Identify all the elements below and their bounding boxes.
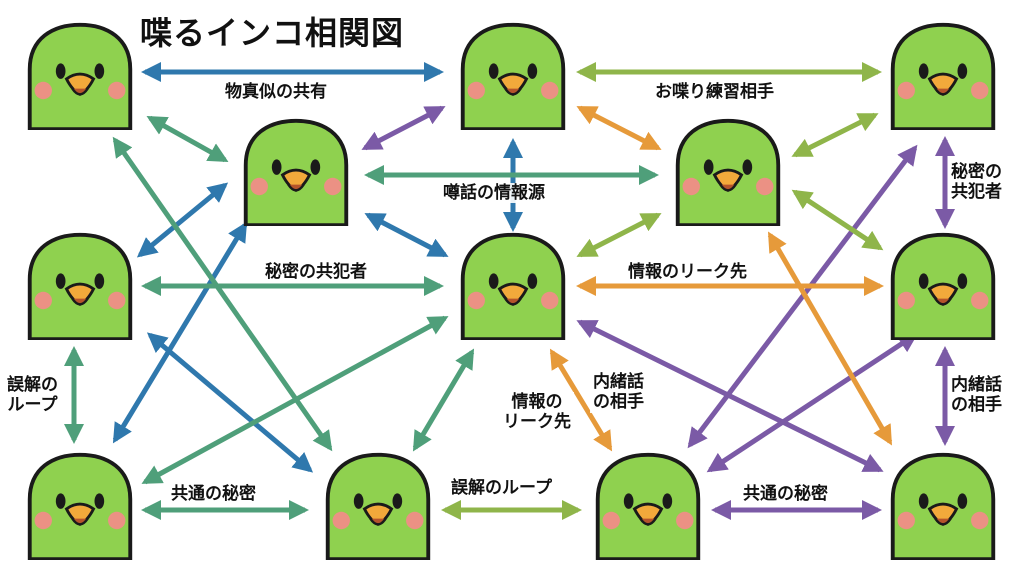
label-confidant-right: 内緒話 の相手 <box>948 375 1005 416</box>
arrow-p5-p8 <box>412 348 475 452</box>
arrow-p3-p6 <box>576 105 662 151</box>
label-loop-left: 誤解の ループ <box>4 375 61 416</box>
label-secret-accomplice-left: 秘密の共犯者 <box>262 262 370 283</box>
parrot-10 <box>890 232 996 340</box>
arrow-p5-p6 <box>576 212 662 258</box>
parrot-1 <box>27 22 133 130</box>
parrot-3 <box>460 22 566 130</box>
label-rumor: 噂話の情報源 <box>440 183 548 204</box>
label-shared-secret-right: 共通の秘密 <box>740 484 831 505</box>
parrot-4 <box>27 232 133 340</box>
parrot-8 <box>325 452 431 560</box>
label-leak-lower: 情報の リーク先 <box>500 392 574 433</box>
arrow-p6-p12 <box>767 231 893 446</box>
arrow-p6-p9 <box>791 112 879 158</box>
label-leak-center: 情報のリーク先 <box>625 262 750 283</box>
parrot-12 <box>890 452 996 560</box>
label-secret-accomplice-right: 秘密の 共犯者 <box>948 162 1005 203</box>
arrow-p2-p5 <box>364 212 449 258</box>
arrow-p5-p7 <box>141 315 449 485</box>
arrow-p1-p2 <box>146 115 229 163</box>
label-confidant-center: 内緒話 の相手 <box>590 372 647 413</box>
arrow-p2-p7 <box>112 221 248 444</box>
label-practice: お喋り練習相手 <box>652 82 777 103</box>
arrow-leak-lower <box>549 348 613 452</box>
arrow-p2-p3 <box>361 105 446 151</box>
label-mimic: 物真似の共有 <box>222 82 330 103</box>
label-shared-secret-left: 共通の秘密 <box>168 484 259 505</box>
parrot-6 <box>675 118 781 226</box>
parrot-9 <box>890 22 996 130</box>
diagram-title: 喋るインコ相関図 <box>140 14 405 52</box>
parrot-2 <box>243 118 349 226</box>
parrot-11 <box>595 452 701 560</box>
parrot-5 <box>460 232 566 340</box>
parrot-7 <box>27 452 133 560</box>
arrow-p6-p10 <box>791 189 884 251</box>
label-loop-bottom: 誤解のループ <box>448 478 555 499</box>
